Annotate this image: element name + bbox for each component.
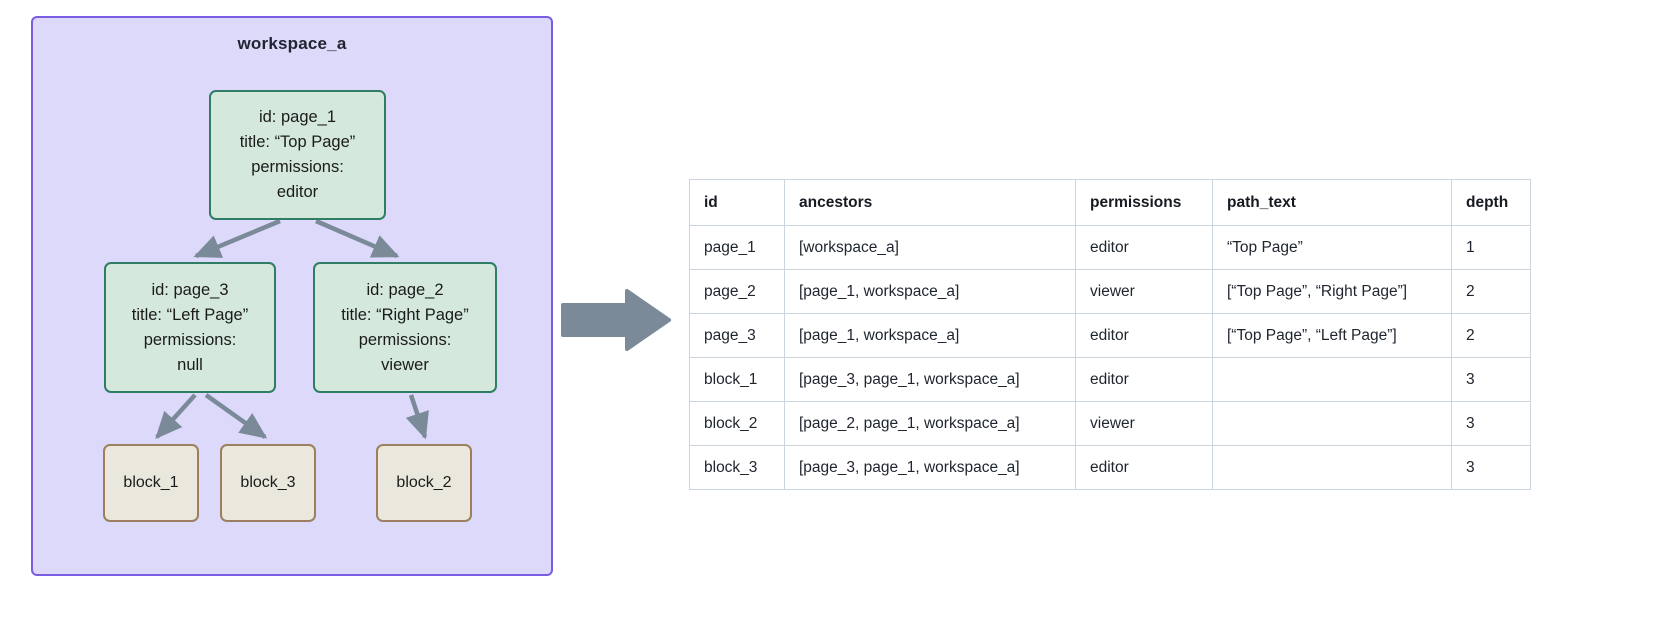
table-row[interactable]: block_3 [page_3, page_1, workspace_a] ed… bbox=[689, 445, 1531, 490]
table-row[interactable]: page_3 [page_1, workspace_a] editor [“To… bbox=[689, 313, 1531, 358]
cell-path-text: “Top Page” bbox=[1212, 225, 1452, 270]
cell-permissions: editor bbox=[1075, 357, 1213, 402]
node-block-3-label: block_3 bbox=[240, 474, 296, 491]
cell-depth: 2 bbox=[1451, 269, 1531, 314]
node-block-2[interactable]: block_2 bbox=[376, 444, 472, 522]
column-header-id[interactable]: id bbox=[689, 179, 785, 226]
cell-permissions: editor bbox=[1075, 313, 1213, 358]
edge-page3-block3 bbox=[204, 393, 268, 439]
cell-ancestors: [page_1, workspace_a] bbox=[784, 269, 1076, 314]
cell-id: page_3 bbox=[689, 313, 785, 358]
table-head: id ancestors permissions path_text depth bbox=[689, 179, 1531, 226]
cell-depth: 1 bbox=[1451, 225, 1531, 270]
cell-depth: 3 bbox=[1451, 357, 1531, 402]
node-page-1-id: id: page_1 bbox=[258, 108, 337, 126]
node-page-3-id: id: page_3 bbox=[151, 280, 229, 299]
node-page-3-permissions-value: null bbox=[177, 355, 203, 374]
node-page-2-permissions-value: viewer bbox=[381, 355, 429, 374]
workspace-container: workspace_a id: page_1 title: “Top Page”… bbox=[31, 16, 553, 576]
node-block-2-label: block_2 bbox=[396, 474, 452, 491]
table-header-row: id ancestors permissions path_text depth bbox=[689, 179, 1531, 226]
node-page-1-title: title: “Top Page” bbox=[239, 133, 356, 151]
cell-id: block_3 bbox=[689, 445, 785, 490]
cell-id: block_2 bbox=[689, 401, 785, 446]
tree-edges bbox=[155, 218, 429, 440]
cell-permissions: editor bbox=[1075, 445, 1213, 490]
right-arrow-icon bbox=[561, 289, 671, 351]
node-page-3[interactable]: id: page_3 title: “Left Page” permission… bbox=[104, 262, 276, 393]
node-page-3-title: title: “Left Page” bbox=[131, 305, 249, 324]
table-row[interactable]: block_2 [page_2, page_1, workspace_a] vi… bbox=[689, 401, 1531, 446]
column-header-permissions[interactable]: permissions bbox=[1075, 179, 1213, 226]
result-table-wrapper: id ancestors permissions path_text depth… bbox=[689, 179, 1531, 490]
cell-path-text bbox=[1212, 357, 1452, 402]
cell-ancestors: [page_2, page_1, workspace_a] bbox=[784, 401, 1076, 446]
column-header-path-text[interactable]: path_text bbox=[1212, 179, 1452, 226]
cell-path-text bbox=[1212, 401, 1452, 446]
cell-depth: 3 bbox=[1451, 401, 1531, 446]
node-page-3-permissions-label: permissions: bbox=[143, 330, 237, 349]
node-page-1-permissions-value: editor bbox=[276, 183, 319, 201]
cell-ancestors: [page_3, page_1, workspace_a] bbox=[784, 357, 1076, 402]
node-block-1-label: block_1 bbox=[123, 474, 179, 491]
cell-ancestors: [page_3, page_1, workspace_a] bbox=[784, 445, 1076, 490]
edge-page3-block1 bbox=[155, 393, 197, 440]
node-page-2-id: id: page_2 bbox=[366, 280, 444, 299]
cell-path-text: [“Top Page”, “Right Page”] bbox=[1212, 269, 1452, 314]
table-row[interactable]: block_1 [page_3, page_1, workspace_a] ed… bbox=[689, 357, 1531, 402]
node-page-2-permissions-label: permissions: bbox=[358, 330, 452, 349]
node-page-2[interactable]: id: page_2 title: “Right Page” permissio… bbox=[313, 262, 497, 393]
edge-page1-page2 bbox=[315, 218, 400, 259]
result-table: id ancestors permissions path_text depth… bbox=[689, 179, 1531, 490]
node-page-1-permissions-label: permissions: bbox=[251, 158, 344, 176]
node-page-2-title: title: “Right Page” bbox=[341, 305, 469, 324]
cell-path-text bbox=[1212, 445, 1452, 490]
cell-depth: 2 bbox=[1451, 313, 1531, 358]
edge-page1-page3 bbox=[193, 218, 281, 259]
cell-ancestors: [page_1, workspace_a] bbox=[784, 313, 1076, 358]
workspace-title: workspace_a bbox=[237, 34, 347, 53]
cell-permissions: viewer bbox=[1075, 269, 1213, 314]
table-body: page_1 [workspace_a] editor “Top Page” 1… bbox=[689, 225, 1531, 490]
cell-id: page_1 bbox=[689, 225, 785, 270]
cell-permissions: viewer bbox=[1075, 401, 1213, 446]
cell-ancestors: [workspace_a] bbox=[784, 225, 1076, 270]
cell-id: page_2 bbox=[689, 269, 785, 314]
column-header-depth[interactable]: depth bbox=[1451, 179, 1531, 226]
node-block-1[interactable]: block_1 bbox=[103, 444, 199, 522]
cell-id: block_1 bbox=[689, 357, 785, 402]
cell-depth: 3 bbox=[1451, 445, 1531, 490]
node-page-1[interactable]: id: page_1 title: “Top Page” permissions… bbox=[209, 90, 386, 220]
cell-permissions: editor bbox=[1075, 225, 1213, 270]
cell-path-text: [“Top Page”, “Left Page”] bbox=[1212, 313, 1452, 358]
table-row[interactable]: page_2 [page_1, workspace_a] viewer [“To… bbox=[689, 269, 1531, 314]
table-row[interactable]: page_1 [workspace_a] editor “Top Page” 1 bbox=[689, 225, 1531, 270]
column-header-ancestors[interactable]: ancestors bbox=[784, 179, 1076, 226]
edge-page2-block2 bbox=[405, 394, 429, 440]
node-block-3[interactable]: block_3 bbox=[220, 444, 316, 522]
